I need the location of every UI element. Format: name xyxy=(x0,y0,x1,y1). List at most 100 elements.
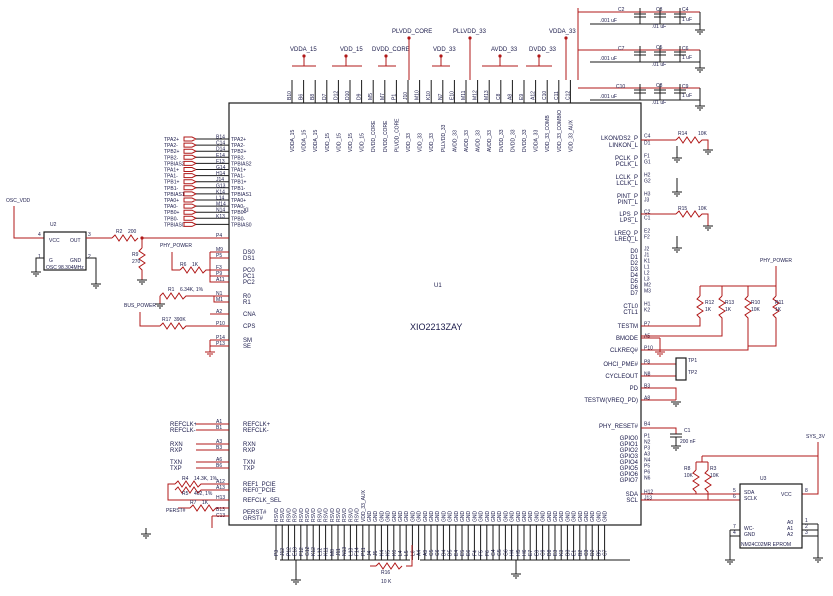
right-pin-name-lclk-p: LCLK_P xyxy=(616,175,638,181)
r2-ref: R2 xyxy=(116,229,123,235)
right-pin-name-lps-p: LPS_P xyxy=(619,212,638,218)
r2-val: 200 xyxy=(128,229,137,235)
bottom-pin-name-gnd: GND xyxy=(460,511,466,523)
left-misc-name-sm: SM xyxy=(243,338,252,344)
right-pin-ball-c4: C4 xyxy=(644,134,651,140)
left-port-10 xyxy=(183,197,198,203)
bottom-pin-name-gnd: GND xyxy=(559,511,565,523)
right-lower-ball-b3: B3 xyxy=(644,384,650,390)
bottom-pin-name-rsvd: RSVD xyxy=(274,508,280,522)
left-lower-ground xyxy=(141,528,151,539)
r4-ref: R4 xyxy=(182,476,189,482)
r12-val: 1K xyxy=(705,307,712,313)
left-port-11 xyxy=(183,203,198,209)
top-pin-name-dvdd-core: DVDD_CORE xyxy=(383,120,389,152)
resistor-r13 xyxy=(641,295,726,337)
left-pin-name-tpa1: TPA1+ xyxy=(231,168,246,174)
bottom-pin-name-rsvd: RSVD xyxy=(348,508,354,522)
top-pin-name-pllvdd-33: PLLVDD_33 xyxy=(441,124,447,152)
right-lower-ball-p6: P6 xyxy=(644,470,650,476)
right-pin-name-d3: D3 xyxy=(630,267,638,273)
right-pin-name-ctl0: CTL0 xyxy=(623,304,638,310)
left-net-tpb2: TPB2+ xyxy=(164,149,180,155)
bottom-pin-ball-h5: H5 xyxy=(516,549,522,556)
bottom-pin-ball-e4: E4 xyxy=(454,550,460,556)
left-pin-name-tpa0: TPA0- xyxy=(231,204,245,210)
eeprom-num-7: 7 xyxy=(733,524,736,530)
bottom-pin-ball-j4: J4 xyxy=(367,551,373,557)
osc-num-4: 4 xyxy=(38,232,41,238)
right-pin-ball-l2: L2 xyxy=(644,271,650,277)
bottom-pin-name-rsvd: RSVD xyxy=(286,508,292,522)
bottom-pin-ball-e5: E5 xyxy=(460,550,466,556)
bottom-pin-ball-c3: C3 xyxy=(584,549,590,556)
bottom-pin-name-gnd: GND xyxy=(491,511,497,523)
left-lower-ball-b6: B6 xyxy=(216,463,222,469)
right-pin-ball-j2: J2 xyxy=(644,247,650,253)
bottom-pin-name-rsvd: RSVD xyxy=(299,508,305,522)
top-pin-ball-d7: D7 xyxy=(322,93,328,100)
bottom-pin-ball-c6: C6 xyxy=(435,549,441,556)
right-lower-name-scl: SCL xyxy=(626,498,638,504)
top-pin-name-vdd-33: VDD_33 xyxy=(418,133,424,152)
rail-wire-vdda15 xyxy=(292,56,316,67)
right-side-components: R14 10K R15 10K PHY_POWER R12 1K R13 1K … xyxy=(641,131,826,501)
left-pin-name-tpa2: TPA2- xyxy=(231,143,245,149)
eeprom-num-4: 4 xyxy=(733,530,736,536)
osc-pin-g: G xyxy=(49,258,53,264)
bottom-pin-name-gnd: GND xyxy=(392,511,398,523)
osc-xi-wire xyxy=(141,237,229,248)
top-pin-name-avdd-33: AVDD_33 xyxy=(487,130,493,152)
bottom-pin-ball-l6: L6 xyxy=(410,550,416,556)
pd-ground xyxy=(671,401,681,407)
left-lower-name-refclk: REFCLK- xyxy=(243,428,269,434)
rail-vdda33: VDDA_33 xyxy=(549,29,576,35)
left-net-tpbias0: TPBIAS0 xyxy=(164,222,185,228)
resistor-r11 xyxy=(748,295,780,347)
eeprom-pin-sclk: SCLK xyxy=(744,496,758,502)
bottom-pin-ball-l5: L5 xyxy=(404,550,410,556)
eeprom-pin-gnd: GND xyxy=(744,532,756,538)
osc-vdd-label: OSC_VDD xyxy=(6,198,31,204)
right-lower-ball-p7: P7 xyxy=(644,322,650,328)
eeprom-num-3: 3 xyxy=(805,530,808,536)
left-lower-net-rxn: RXN xyxy=(170,442,183,448)
left-lower-name-txp: TXP xyxy=(243,466,255,472)
right-pin-ball-c1: C1 xyxy=(644,216,651,222)
top-pin-name-dvdd-33: DVDD_33 xyxy=(510,129,516,152)
eeprom-pin-vcc: VCC xyxy=(781,492,792,498)
top-pin-name-vdda-15: VDDA_15 xyxy=(290,130,296,152)
main-chip-body xyxy=(228,102,642,526)
left-misc-name-cna: CNA xyxy=(243,312,256,318)
bottom-pin-ball-f4: F4 xyxy=(472,550,478,556)
left-misc-ball-n1: N1 xyxy=(216,291,223,297)
r1-ground xyxy=(155,303,165,309)
bottom-pin-ball-f6: F6 xyxy=(485,550,491,556)
r5-ref: R5 xyxy=(182,491,189,497)
bottom-pin-ball-j12: J12 xyxy=(280,548,286,556)
bottom-pin-ball-p3: P3 xyxy=(274,550,280,556)
rail-pllvdd33: PLLVDD_33 xyxy=(453,29,487,35)
main-chip-xi-label: XI xyxy=(243,208,249,214)
r16-val: 10 K xyxy=(381,579,392,585)
left-pin-ball-g14: G14 xyxy=(216,165,226,171)
rail-plvdd-core: PLVDD_CORE xyxy=(392,29,432,35)
top-pin-ball-d9: D9 xyxy=(357,93,363,100)
bottom-pin-ball-j11: J11 xyxy=(336,548,342,556)
left-misc-ball-p9: P9 xyxy=(216,271,222,277)
left-lower-ball-b3: B3 xyxy=(216,445,222,451)
bottom-pin-name-rsvd: RSVD xyxy=(342,508,348,522)
bottom-pin-name-gnd: GND xyxy=(379,511,385,523)
rail-dvdd33: DVDD_33 xyxy=(529,47,557,53)
bottom-pin-ball-f12: F12 xyxy=(299,547,305,556)
left-misc-ball-p5: P5 xyxy=(216,253,222,259)
right-pin-ball-e2: E2 xyxy=(644,229,650,235)
left-misc-name-ds0: DS0 xyxy=(243,250,255,256)
bottom-pin-ball-c5: C5 xyxy=(429,549,435,556)
cap-c5-ref: C5 xyxy=(656,45,663,51)
top-pin-name-plvdd-core: PLVDD_CORE xyxy=(394,118,400,152)
bottom-pin-name-gnd: GND xyxy=(472,511,478,523)
rail-node-dvdd33 xyxy=(537,54,541,58)
cap-bank-1-ground xyxy=(590,12,705,35)
r3-val: 10K xyxy=(710,473,720,479)
